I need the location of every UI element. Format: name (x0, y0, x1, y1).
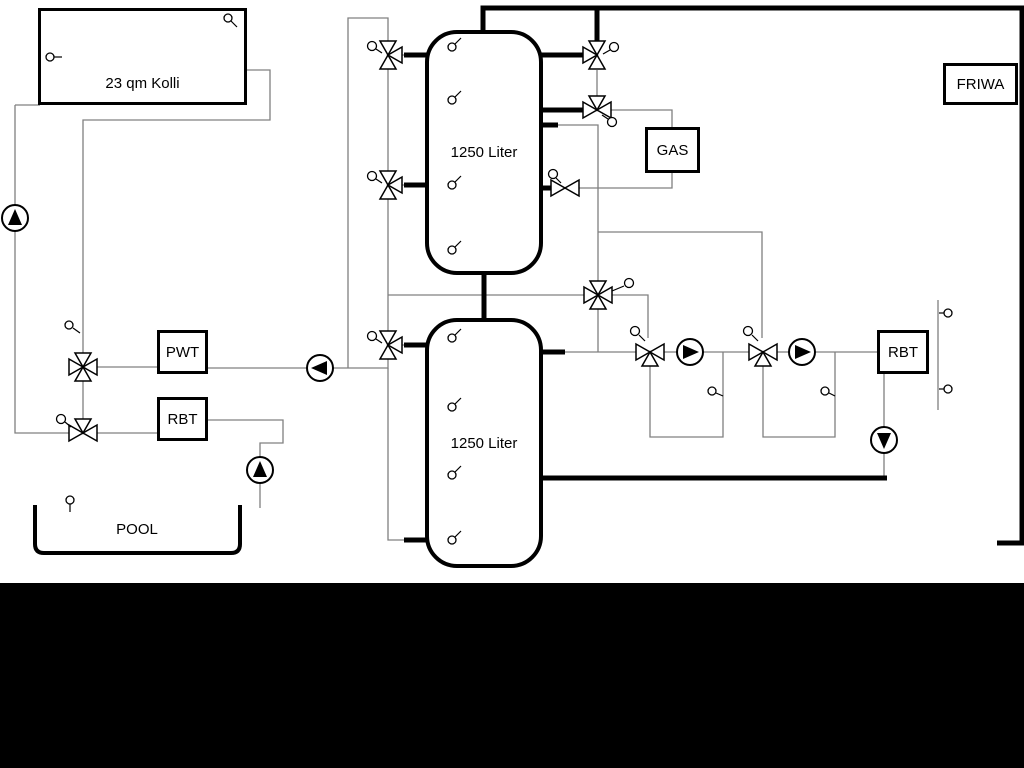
buffer-tank-bottom: 1250 Liter (425, 318, 543, 568)
buffer-charge-pump-icon (306, 354, 334, 382)
buffer-tank-top-label: 1250 Liter (450, 144, 518, 161)
valve-gas-return-icon (550, 178, 580, 198)
collector-pump-icon (1, 204, 29, 232)
solar-collector-box: 23 qm Kolli (38, 8, 247, 105)
symbols-layer (1, 13, 953, 545)
buffer-tank-top: 1250 Liter (425, 30, 543, 275)
valve-pool-icon (68, 418, 98, 443)
pool-label: POOL (116, 521, 158, 538)
pwt-label: PWT (165, 343, 200, 361)
buffer-tank-bottom-label: 1250 Liter (450, 434, 518, 452)
valve-gas-supply-icon (582, 95, 612, 120)
pool-basin (33, 505, 242, 555)
gas-boiler-box: GAS (645, 127, 700, 173)
valve-tank1-top-right-icon (582, 40, 607, 70)
temperature-sensor-icons (45, 13, 953, 545)
rbt-right-box: RBT (877, 330, 929, 374)
rbt-return-pump-icon (870, 426, 898, 454)
heating-circuit-1-pump-icon (676, 338, 704, 366)
rbt-left-label: RBT (167, 410, 198, 428)
friwa-station-box: FRIWA (943, 63, 1018, 105)
rbt-right-label: RBT (888, 343, 918, 361)
valve-pwt-icon (68, 352, 98, 382)
main-pipes (404, 5, 1024, 546)
bottom-black-band (0, 583, 1024, 768)
actuator-icons (55, 40, 759, 428)
rbt-left-box: RBT (157, 397, 208, 441)
pwt-heat-exchanger-box: PWT (157, 330, 208, 374)
valve-heating-circuit-2-icon (748, 342, 778, 367)
valve-tank1-top-left-icon (378, 40, 403, 70)
valve-heating-circuit-1-icon (635, 342, 665, 367)
pipes-layer (14, 5, 1024, 555)
gas-boiler-label: GAS (656, 141, 689, 159)
valve-tank1-mid-left-icon (378, 170, 403, 200)
pool-pump-icon (246, 456, 274, 484)
heating-circuit-2-pump-icon (788, 338, 816, 366)
valve-tank2-top-left-icon (378, 330, 403, 360)
solar-collector-label: 23 qm Kolli (105, 75, 180, 92)
friwa-station-label: FRIWA (956, 75, 1005, 93)
valve-distribution-icon (583, 280, 613, 310)
